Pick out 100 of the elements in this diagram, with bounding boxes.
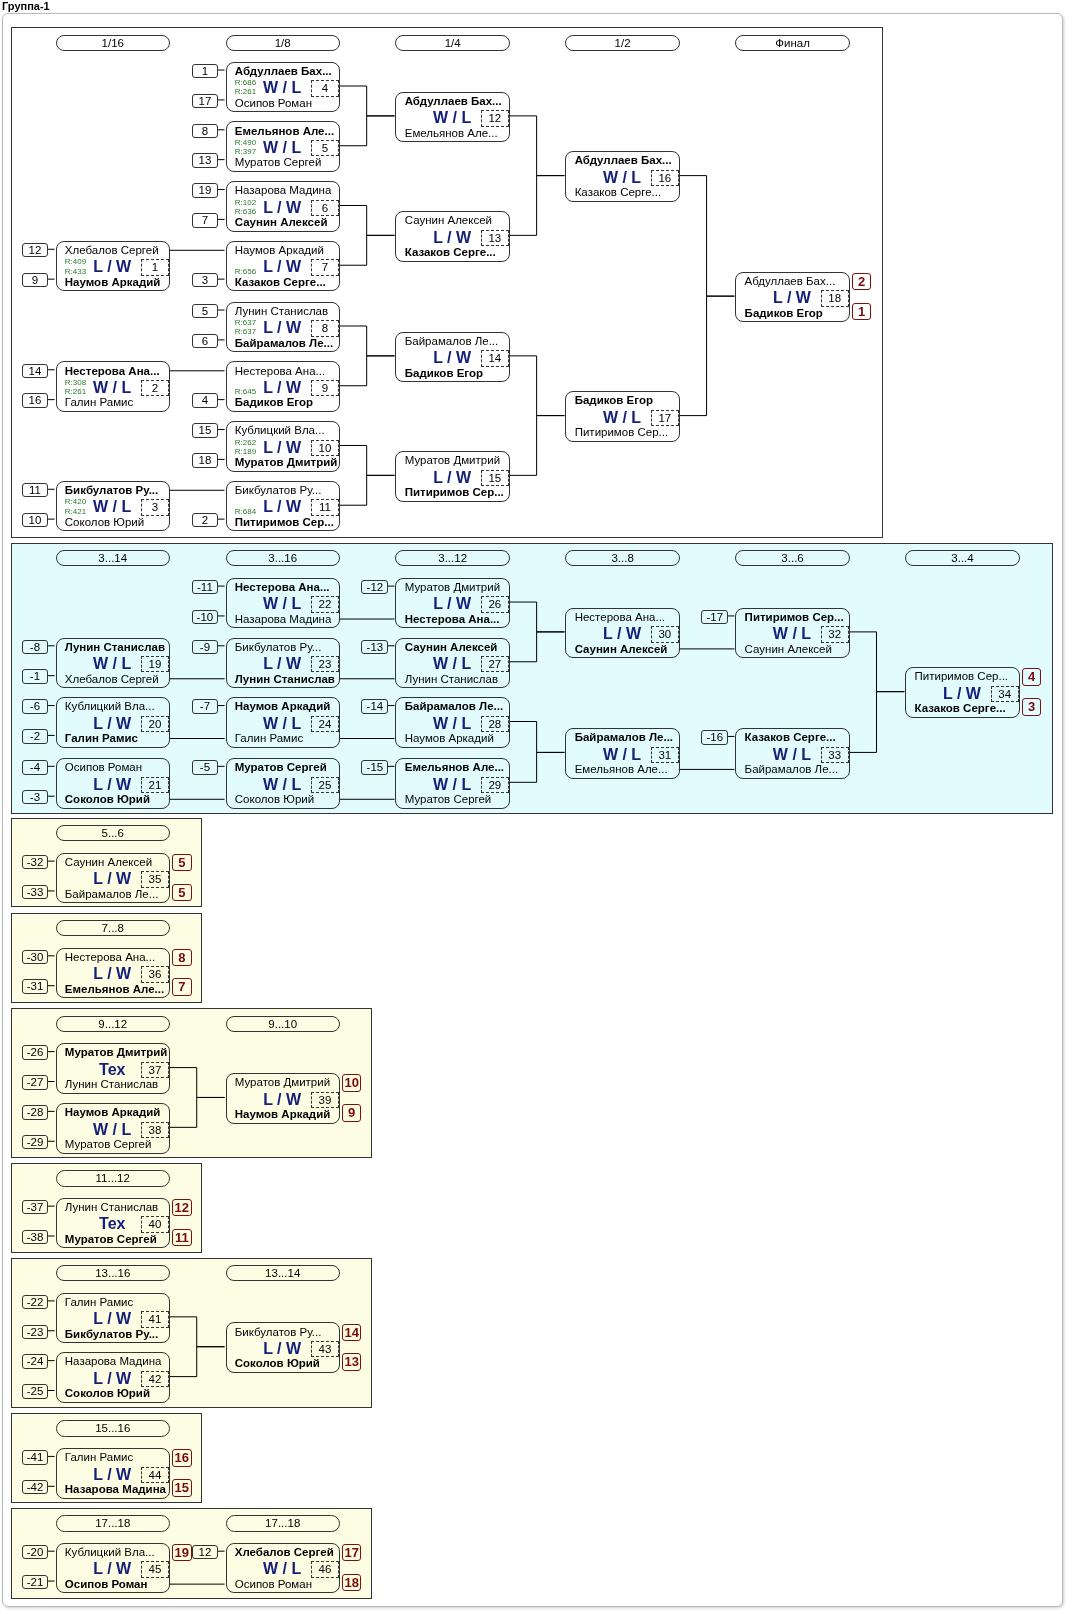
rating-text: R:262 bbox=[234, 437, 257, 447]
bracket-panel bbox=[11, 1507, 372, 1599]
score-text: L / W bbox=[432, 228, 473, 247]
match-number: 38 bbox=[141, 1121, 169, 1139]
bracket-panel bbox=[11, 817, 202, 908]
match-card bbox=[225, 1542, 340, 1594]
player-name: Питиримов Сер... bbox=[574, 426, 669, 440]
seed-number: 9 bbox=[21, 272, 49, 288]
match-number: 28 bbox=[480, 715, 509, 733]
connector-line bbox=[678, 648, 735, 650]
place-number: 13 bbox=[341, 1353, 362, 1371]
match-card bbox=[735, 728, 850, 779]
match-number: 3 bbox=[141, 499, 169, 516]
seed-number: 6 bbox=[191, 333, 219, 349]
match-card bbox=[225, 121, 340, 172]
connector-line bbox=[338, 738, 395, 739]
seed-number: -33 bbox=[21, 884, 49, 900]
player-name: Питиримов Сер... bbox=[404, 486, 504, 500]
seed-number: -6 bbox=[21, 699, 49, 714]
rating-text: R:637 bbox=[234, 327, 257, 337]
seed-number: 10 bbox=[21, 512, 49, 528]
connector-line bbox=[216, 69, 226, 71]
player-name: Осипов Роман bbox=[234, 1577, 313, 1592]
score-text: W / L bbox=[431, 109, 473, 127]
place-number: 17 bbox=[341, 1543, 362, 1562]
player-name: Байрамалов Ле... bbox=[404, 334, 499, 349]
player-name: Соколов Юрий bbox=[64, 793, 150, 807]
match-card bbox=[395, 331, 510, 383]
match-number: 42 bbox=[141, 1370, 169, 1388]
seed-number: 1 bbox=[191, 63, 219, 79]
player-name: Абдуллаев Бах... bbox=[744, 274, 836, 289]
connector-line bbox=[216, 765, 226, 767]
bracket-panel bbox=[11, 1413, 202, 1503]
match-card bbox=[225, 181, 340, 232]
match-card bbox=[225, 361, 340, 412]
match-number: 10 bbox=[311, 439, 339, 457]
match-card bbox=[565, 391, 680, 442]
player-name: Казаков Серге... bbox=[914, 702, 1006, 716]
match-card bbox=[225, 1322, 340, 1373]
connector-line bbox=[386, 765, 395, 767]
player-name: Лунин Станислав bbox=[404, 672, 499, 686]
connector-line bbox=[338, 474, 395, 506]
rating-text: R:686 bbox=[234, 78, 257, 88]
score-text: W / L bbox=[771, 745, 813, 764]
match-number: 35 bbox=[141, 871, 169, 888]
match-number: 39 bbox=[311, 1091, 339, 1109]
match-card bbox=[225, 480, 340, 532]
match-number: 15 bbox=[480, 469, 509, 487]
player-name: Бадиков Егор bbox=[744, 306, 823, 321]
match-card bbox=[225, 1073, 340, 1124]
match-number: 6 bbox=[311, 199, 339, 217]
connector-line bbox=[168, 1346, 226, 1378]
player-name: Казаков Серге... bbox=[574, 186, 662, 200]
seed-number: -24 bbox=[21, 1354, 49, 1369]
match-number: 4 bbox=[311, 80, 339, 97]
score-text: L / W bbox=[941, 684, 982, 703]
match-card bbox=[225, 637, 340, 688]
player-name: Муратов Дмитрий bbox=[404, 580, 501, 595]
match-card bbox=[55, 480, 170, 532]
match-card bbox=[395, 577, 510, 629]
score-text: L / W bbox=[92, 870, 133, 888]
connector-line bbox=[216, 518, 226, 520]
score-text: L / W bbox=[92, 1560, 133, 1578]
connector-line bbox=[46, 860, 56, 862]
bracket-panel bbox=[11, 1257, 372, 1408]
score-text: L / W bbox=[92, 775, 133, 793]
page-title: Группа-1 bbox=[2, 0, 50, 12]
player-name: Муратов Дмитрий bbox=[64, 1046, 168, 1060]
seed-number: 11 bbox=[21, 483, 49, 498]
connector-line bbox=[338, 618, 395, 620]
player-name: Хлебалов Сергей bbox=[64, 244, 159, 258]
player-name: Наумов Аркадий bbox=[404, 732, 494, 746]
bracket-panel bbox=[11, 912, 202, 1004]
player-name: Бикбулатов Ру... bbox=[234, 1325, 322, 1339]
player-name: Соколов Юрий bbox=[64, 1387, 150, 1401]
match-number: 20 bbox=[141, 715, 169, 733]
player-name: Саунин Алексей bbox=[64, 855, 153, 870]
connector-line bbox=[46, 734, 56, 736]
place-number: 12 bbox=[171, 1198, 192, 1217]
seed-number: -8 bbox=[21, 639, 49, 654]
seed-number: -4 bbox=[21, 760, 49, 775]
seed-number: -31 bbox=[21, 979, 49, 994]
match-number: 13 bbox=[480, 229, 509, 247]
match-number: 16 bbox=[650, 169, 679, 187]
seed-number: 12 bbox=[21, 243, 49, 258]
match-number: 7 bbox=[311, 259, 339, 276]
match-number: 2 bbox=[141, 380, 169, 397]
player-name: Емельянов Але... bbox=[234, 124, 335, 138]
connector-line bbox=[216, 645, 226, 647]
player-name: Саунин Алексей bbox=[744, 642, 832, 657]
connector-line bbox=[168, 1096, 226, 1128]
rating-text: R:261 bbox=[234, 87, 257, 97]
seed-number: 19 bbox=[191, 183, 219, 198]
player-name: Лунин Станислав bbox=[64, 1078, 159, 1092]
match-card bbox=[55, 361, 170, 412]
connector-line bbox=[508, 751, 565, 783]
player-name: Осипов Роман bbox=[64, 761, 143, 775]
match-number: 29 bbox=[480, 776, 509, 793]
player-name: Абдуллаев Бах... bbox=[234, 64, 332, 79]
seed-number: -20 bbox=[21, 1544, 49, 1560]
